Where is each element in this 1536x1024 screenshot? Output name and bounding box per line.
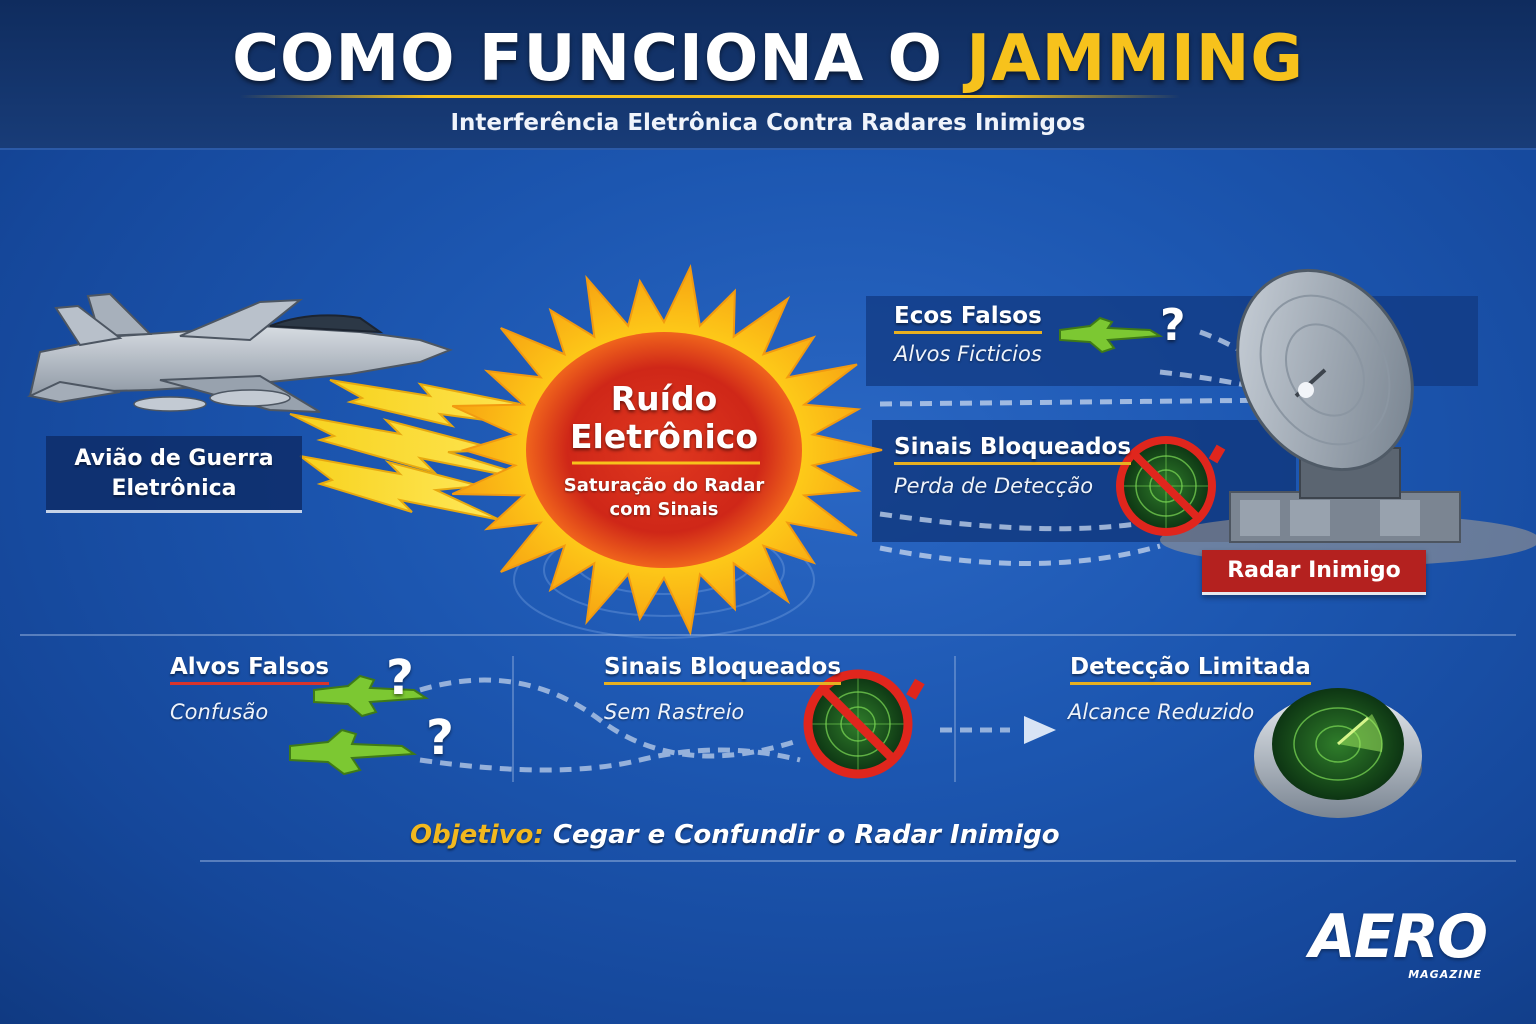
explosion-burst-icon <box>451 264 883 636</box>
arrow-right-icon <box>1024 716 1056 744</box>
radar-dish-icon <box>1229 268 1461 543</box>
burst-subtitle: Saturação do Radar com Sinais <box>554 474 774 522</box>
limited-detection-heading: Detecção Limitada <box>1070 654 1311 685</box>
title-main: COMO FUNCIONA O <box>232 22 967 96</box>
burst-title: Ruído Eletrônico <box>560 380 768 456</box>
title-underline <box>240 95 1180 98</box>
aircraft-label-line1: Avião de Guerra <box>74 446 274 471</box>
column-separator-1 <box>512 656 514 782</box>
burst-sub-line2: com Sinais <box>609 499 719 520</box>
objective-text: Cegar e Confundir o Radar Inimigo <box>543 820 1060 850</box>
burst-sub-line1: Saturação do Radar <box>563 475 765 496</box>
logo-brand: AERO <box>1309 902 1488 972</box>
radar-scope-icon <box>1254 688 1422 818</box>
page-title: COMO FUNCIONA O JAMMING <box>0 22 1536 96</box>
blocked-signals-heading: Sinais Bloqueados <box>894 434 1132 465</box>
title-highlight: JAMMING <box>966 22 1304 96</box>
signal-paths-bottom <box>419 677 1010 773</box>
burst-title-line1: Ruído <box>610 379 718 418</box>
no-sign-icon <box>803 669 925 779</box>
section-divider-top <box>20 634 1516 636</box>
enemy-radar-label: Radar Inimigo <box>1202 550 1426 595</box>
aero-magazine-logo: AERO MAGAZINE <box>1309 900 1512 990</box>
objective-line: Objetivo: Cegar e Confundir o Radar Inim… <box>410 820 1060 850</box>
electronic-warfare-aircraft-icon <box>26 292 453 413</box>
false-echoes-sub: Alvos Ficticios <box>894 342 1042 366</box>
false-targets-sub: Confusão <box>170 700 269 724</box>
question-mark-icon: ? <box>426 710 454 766</box>
page-subtitle: Interferência Eletrônica Contra Radares … <box>450 110 1086 136</box>
burst-title-line2: Eletrônico <box>570 417 758 456</box>
false-echoes-heading: Ecos Falsos <box>894 303 1042 334</box>
column-separator-2 <box>954 656 956 782</box>
blocked-sub: Sem Rastreio <box>604 700 745 724</box>
blocked-signals-sub: Perda de Detecção <box>894 474 1094 498</box>
false-targets-heading: Alvos Falsos <box>170 654 330 685</box>
question-mark-icon: ? <box>386 650 414 706</box>
green-jet-icon <box>1059 316 1164 354</box>
question-mark-icon: ? <box>1160 300 1186 351</box>
limited-detection-sub: Alcance Reduzido <box>1068 700 1255 724</box>
logo-subbrand: MAGAZINE <box>1408 968 1482 981</box>
green-jet-icon <box>289 728 418 776</box>
aircraft-label: Avião de Guerra Eletrônica <box>46 436 302 513</box>
section-divider-bottom <box>200 860 1516 862</box>
blocked-heading: Sinais Bloqueados <box>604 654 842 685</box>
green-jet-icon <box>313 674 429 718</box>
no-sign-icon <box>1116 436 1226 536</box>
objective-key: Objetivo: <box>410 820 544 850</box>
header-band <box>0 0 1536 150</box>
aircraft-label-line2: Eletrônica <box>111 476 237 501</box>
